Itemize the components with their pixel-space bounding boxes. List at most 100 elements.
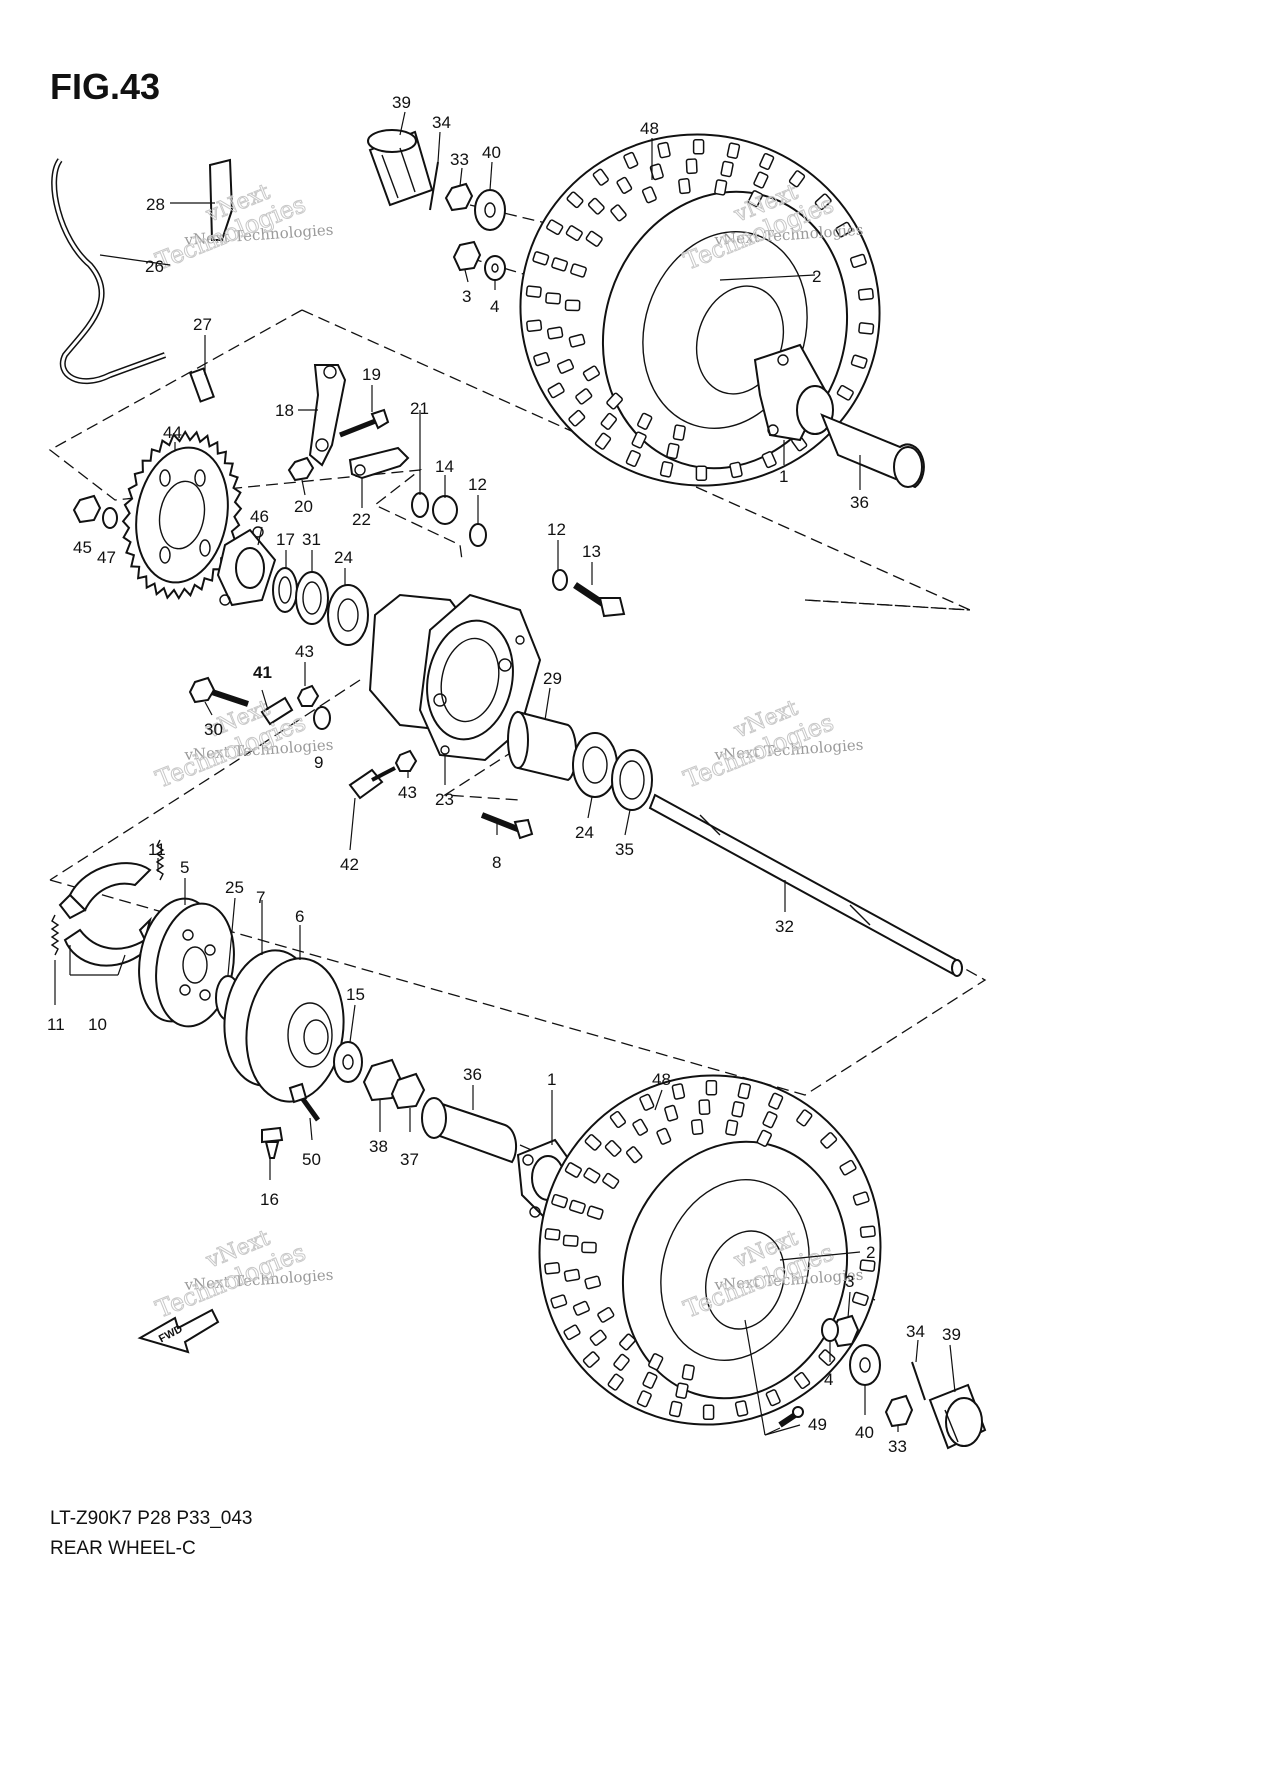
washer-9	[313, 706, 331, 730]
callout: 33	[450, 150, 469, 169]
tread-block	[671, 1083, 686, 1100]
callout: 15	[346, 985, 365, 1004]
callout: 48	[640, 119, 659, 138]
nut-3-upper	[452, 240, 482, 272]
tread-block	[632, 1118, 649, 1136]
brake-shoe-lower	[63, 916, 152, 967]
tread-block	[607, 1373, 624, 1391]
forward-arrow-icon: FWD	[137, 1308, 220, 1354]
tread-block	[725, 1119, 739, 1136]
callout: 27	[193, 315, 212, 334]
tread-block	[566, 191, 584, 209]
callout: 6	[295, 907, 304, 926]
tread-block	[692, 139, 705, 155]
tread-block	[729, 461, 743, 479]
tread-block	[720, 160, 734, 178]
tread-block	[563, 1268, 581, 1282]
callout: 34	[906, 1322, 925, 1341]
cotter-pin-lower	[911, 1361, 926, 1401]
tread-block	[587, 197, 605, 215]
tread-block	[562, 1234, 579, 1247]
callout: 46	[250, 507, 269, 526]
tread-block	[858, 322, 875, 335]
o-ring-12-upper	[469, 523, 487, 547]
callout: 1	[547, 1070, 556, 1089]
rear-wheel-upper	[519, 133, 881, 487]
tread-block	[568, 1199, 586, 1215]
tread-block	[657, 141, 671, 159]
diagram-code: LT-Z90K7 P28 P33_043	[50, 1508, 253, 1529]
callout: 38	[369, 1137, 388, 1156]
tread-block	[753, 171, 769, 189]
callout: 31	[302, 530, 321, 549]
watermark-1: vNext Technologies vNext Technologies	[151, 179, 334, 276]
tread-block	[545, 292, 562, 305]
callout: 17	[276, 530, 295, 549]
tread-block	[859, 1259, 876, 1272]
tread-block	[586, 1205, 604, 1220]
return-spring-lower	[50, 914, 60, 956]
axle-housing	[368, 593, 542, 762]
callout: 28	[146, 195, 165, 214]
tread-block	[597, 1306, 615, 1323]
tread-block	[546, 219, 564, 236]
watermark-5: vNext Technologies vNext Technologies	[151, 1225, 334, 1324]
tread-block	[678, 178, 691, 195]
tread-block	[835, 221, 853, 238]
tread-block	[636, 1390, 652, 1408]
callout: 24	[334, 548, 353, 567]
callout: 12	[468, 475, 487, 494]
return-spring-upper	[155, 839, 165, 881]
sprocket-nut	[72, 494, 102, 524]
stopper-41	[260, 696, 294, 726]
callout: 2	[866, 1243, 875, 1262]
tread-block	[726, 142, 741, 159]
tread-block	[851, 1291, 869, 1307]
tread-block	[761, 451, 777, 469]
callout: 42	[340, 855, 359, 874]
callout: 2	[812, 267, 821, 286]
collar-14	[411, 492, 458, 525]
spacer-upper	[820, 413, 925, 489]
brake-lever	[308, 364, 347, 467]
tread-block	[668, 1400, 683, 1418]
nut-43-lower	[394, 749, 418, 772]
tread-block	[642, 1371, 658, 1389]
callout: 9	[314, 753, 323, 772]
tread-block	[702, 1404, 715, 1421]
tread-block	[690, 1118, 704, 1136]
callout: 36	[850, 493, 869, 512]
tread-block	[594, 432, 612, 450]
tread-block	[664, 1104, 679, 1122]
rod-bracket	[208, 158, 234, 241]
leader-lines	[54, 111, 956, 1436]
nut-38	[362, 1058, 402, 1102]
callout: 13	[582, 542, 601, 561]
tread-block	[681, 1364, 695, 1381]
tread-block	[568, 333, 586, 348]
tread-block	[544, 1228, 561, 1241]
tread-block	[852, 1191, 870, 1206]
tread-block	[734, 1400, 749, 1417]
tread-block	[765, 1389, 781, 1407]
tread-block	[788, 170, 806, 188]
brake-shoe-upper	[58, 862, 152, 920]
callout: 39	[392, 93, 411, 112]
tread-block	[641, 186, 657, 204]
callout: 22	[352, 510, 371, 529]
tread-block	[659, 461, 674, 478]
nut-37	[390, 1072, 426, 1110]
callout: 36	[463, 1065, 482, 1084]
tread-block	[581, 1241, 597, 1254]
tread-block	[625, 1146, 643, 1164]
washer-40-upper	[474, 189, 506, 231]
callout: 40	[855, 1423, 874, 1442]
tread-block	[857, 288, 874, 301]
diagram-name: REAR WHEEL-C	[50, 1538, 196, 1559]
lever-bolt	[339, 408, 390, 438]
o-ring-12-lower	[552, 569, 568, 591]
tread-block	[551, 257, 569, 272]
callout: 29	[543, 669, 562, 688]
